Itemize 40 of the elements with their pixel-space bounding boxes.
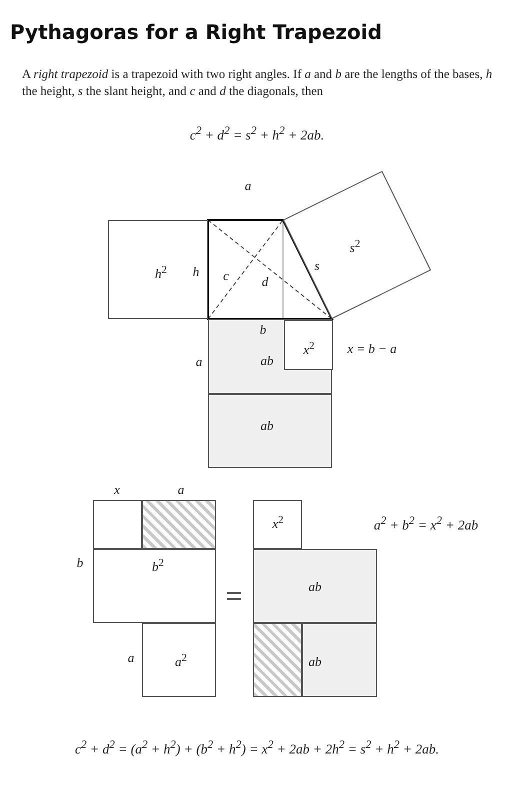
shaded-rectangle <box>208 319 332 394</box>
hatched-rectangle <box>253 623 302 697</box>
equation: a$^{2}$ + b$^{2}$ = x$^{2}$ + 2ab <box>374 514 478 534</box>
area-label: ab <box>308 579 322 595</box>
square-region <box>108 220 208 319</box>
hatched-rectangle <box>142 500 216 549</box>
math-label: d <box>262 274 268 290</box>
math-label: x <box>114 482 120 498</box>
area-label: ab <box>260 418 274 434</box>
equation: c$^{2}$ + d$^{2}$ = (a$^{2}$ + h$^{2}$) + (b$^{2}$ + h$^{2}$) = x$^{2}$ + 2ab + 2h$^{2}$ = s$^{2}$ + h$^{2}$ + 2ab. <box>75 738 439 758</box>
area-label: x$^{2}$ <box>303 340 315 358</box>
math-label: a <box>196 354 202 370</box>
math-label: h <box>192 264 200 280</box>
intro-paragraph: A right trapezoid is a trapezoid with two right angles. If a and b are the lengths of the bases, h the height, s the slant height, and c and d the diagonals, then <box>22 66 494 100</box>
math-label: s <box>314 258 320 274</box>
title: Pythagoras for a Right Trapezoid <box>10 20 382 44</box>
math-label: a <box>244 178 252 194</box>
area-label: a$^{2}$ <box>175 652 187 670</box>
math-label: x = b − a <box>347 341 397 357</box>
shaded-rectangle <box>253 549 377 623</box>
square-region <box>93 500 142 549</box>
equation: c$^{2}$ + d$^{2}$ = s$^{2}$ + h$^{2}$ + 2ab. <box>190 124 324 144</box>
math-label: a <box>128 650 134 666</box>
square-region <box>253 500 302 549</box>
area-label: x$^{2}$ <box>272 514 284 532</box>
square-region <box>93 549 216 623</box>
area-label: s$^{2}$ <box>350 238 360 256</box>
math-label: c <box>223 268 229 284</box>
area-label: b$^{2}$ <box>152 556 164 576</box>
math-label: a <box>178 482 184 498</box>
area-label: ab <box>260 353 274 369</box>
area-label: ab <box>308 654 322 670</box>
shaded-rectangle <box>302 623 377 697</box>
square-region <box>284 320 333 370</box>
shaded-rectangle <box>208 394 332 468</box>
math-label: b <box>260 322 266 338</box>
math-label: b <box>76 555 84 571</box>
square-region <box>142 623 216 697</box>
equals-sign: = <box>226 580 242 614</box>
area-label: h$^{2}$ <box>155 264 167 282</box>
